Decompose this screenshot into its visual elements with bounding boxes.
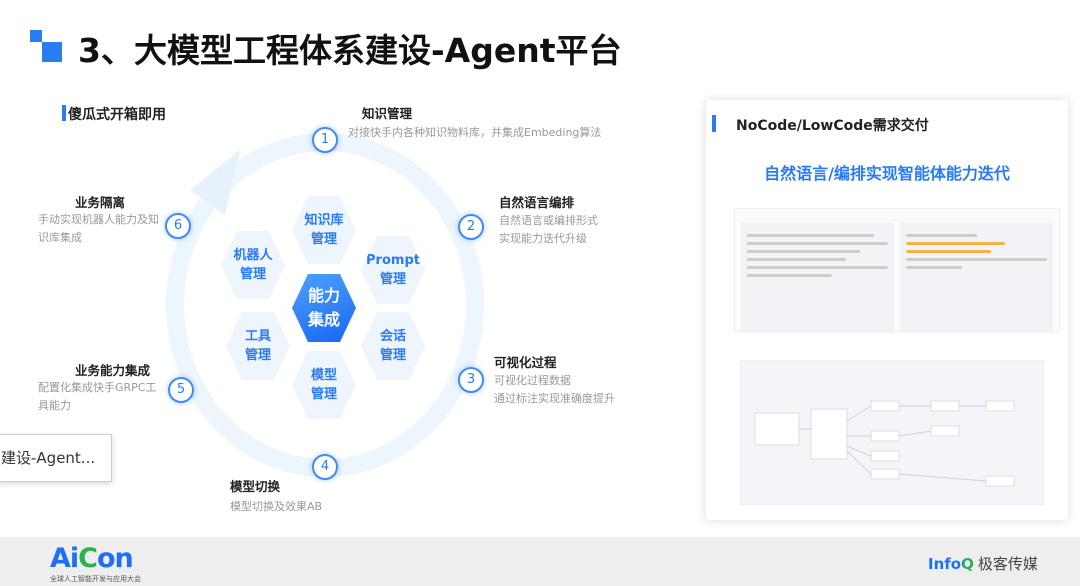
right-panel: NoCode/LowCode需求交付 自然语言/编排实现智能体能力迭代 bbox=[706, 100, 1068, 520]
step-number-badge: 2 bbox=[458, 214, 484, 240]
infoq-text: InfoQ bbox=[928, 555, 974, 573]
step-number-badge: 4 bbox=[312, 454, 338, 480]
aicon-subtitle: 全球人工智能开发与应用大会 bbox=[50, 575, 141, 583]
cycle-arrow-icon bbox=[190, 150, 240, 215]
step-label: 业务隔离 bbox=[75, 195, 126, 210]
editor-screenshot bbox=[734, 208, 1060, 333]
step-description: 自然语言或编排形式实现能力迭代升级 bbox=[499, 214, 598, 245]
logo-square-small bbox=[30, 30, 42, 42]
step-label: 自然语言编排 bbox=[499, 195, 575, 210]
step-number-badge: 1 bbox=[312, 127, 338, 153]
step-number-badge: 3 bbox=[458, 367, 484, 393]
step-description: 可视化过程数据通过标注实现准确度提升 bbox=[494, 374, 615, 405]
footer bbox=[0, 537, 1080, 586]
panel-subtitle: 自然语言/编排实现智能体能力迭代 bbox=[764, 164, 1010, 183]
step-label: 业务能力集成 bbox=[75, 363, 151, 378]
logo-square-large bbox=[42, 42, 62, 62]
aicon-logo: AiCon bbox=[50, 543, 134, 574]
step-number-badge: 5 bbox=[168, 377, 194, 403]
tooltip: 建设-Agent... bbox=[0, 434, 112, 482]
section-heading: 傻瓜式开箱即用 bbox=[62, 104, 166, 124]
step-label: 知识管理 bbox=[362, 106, 413, 121]
panel-heading: NoCode/LowCode需求交付 bbox=[712, 115, 929, 135]
step-label: 可视化过程 bbox=[494, 355, 557, 370]
step-description: 模型切换及效果AB bbox=[230, 500, 323, 513]
step-number-badge: 6 bbox=[165, 213, 191, 239]
step-description: 配置化集成快手GRPC工具能力 bbox=[38, 381, 157, 412]
step-description: 对接快手内各种知识物料库，并集成Embeding算法 bbox=[348, 126, 602, 139]
step-description: 手动实现机器人能力及知识库集成 bbox=[38, 213, 159, 244]
workflow-screenshot bbox=[740, 360, 1044, 505]
step-label: 模型切换 bbox=[230, 479, 281, 494]
slide-title: 3、大模型工程体系建设-Agent平台 bbox=[78, 31, 622, 70]
infoq-cn: 极客传媒 bbox=[977, 555, 1038, 573]
